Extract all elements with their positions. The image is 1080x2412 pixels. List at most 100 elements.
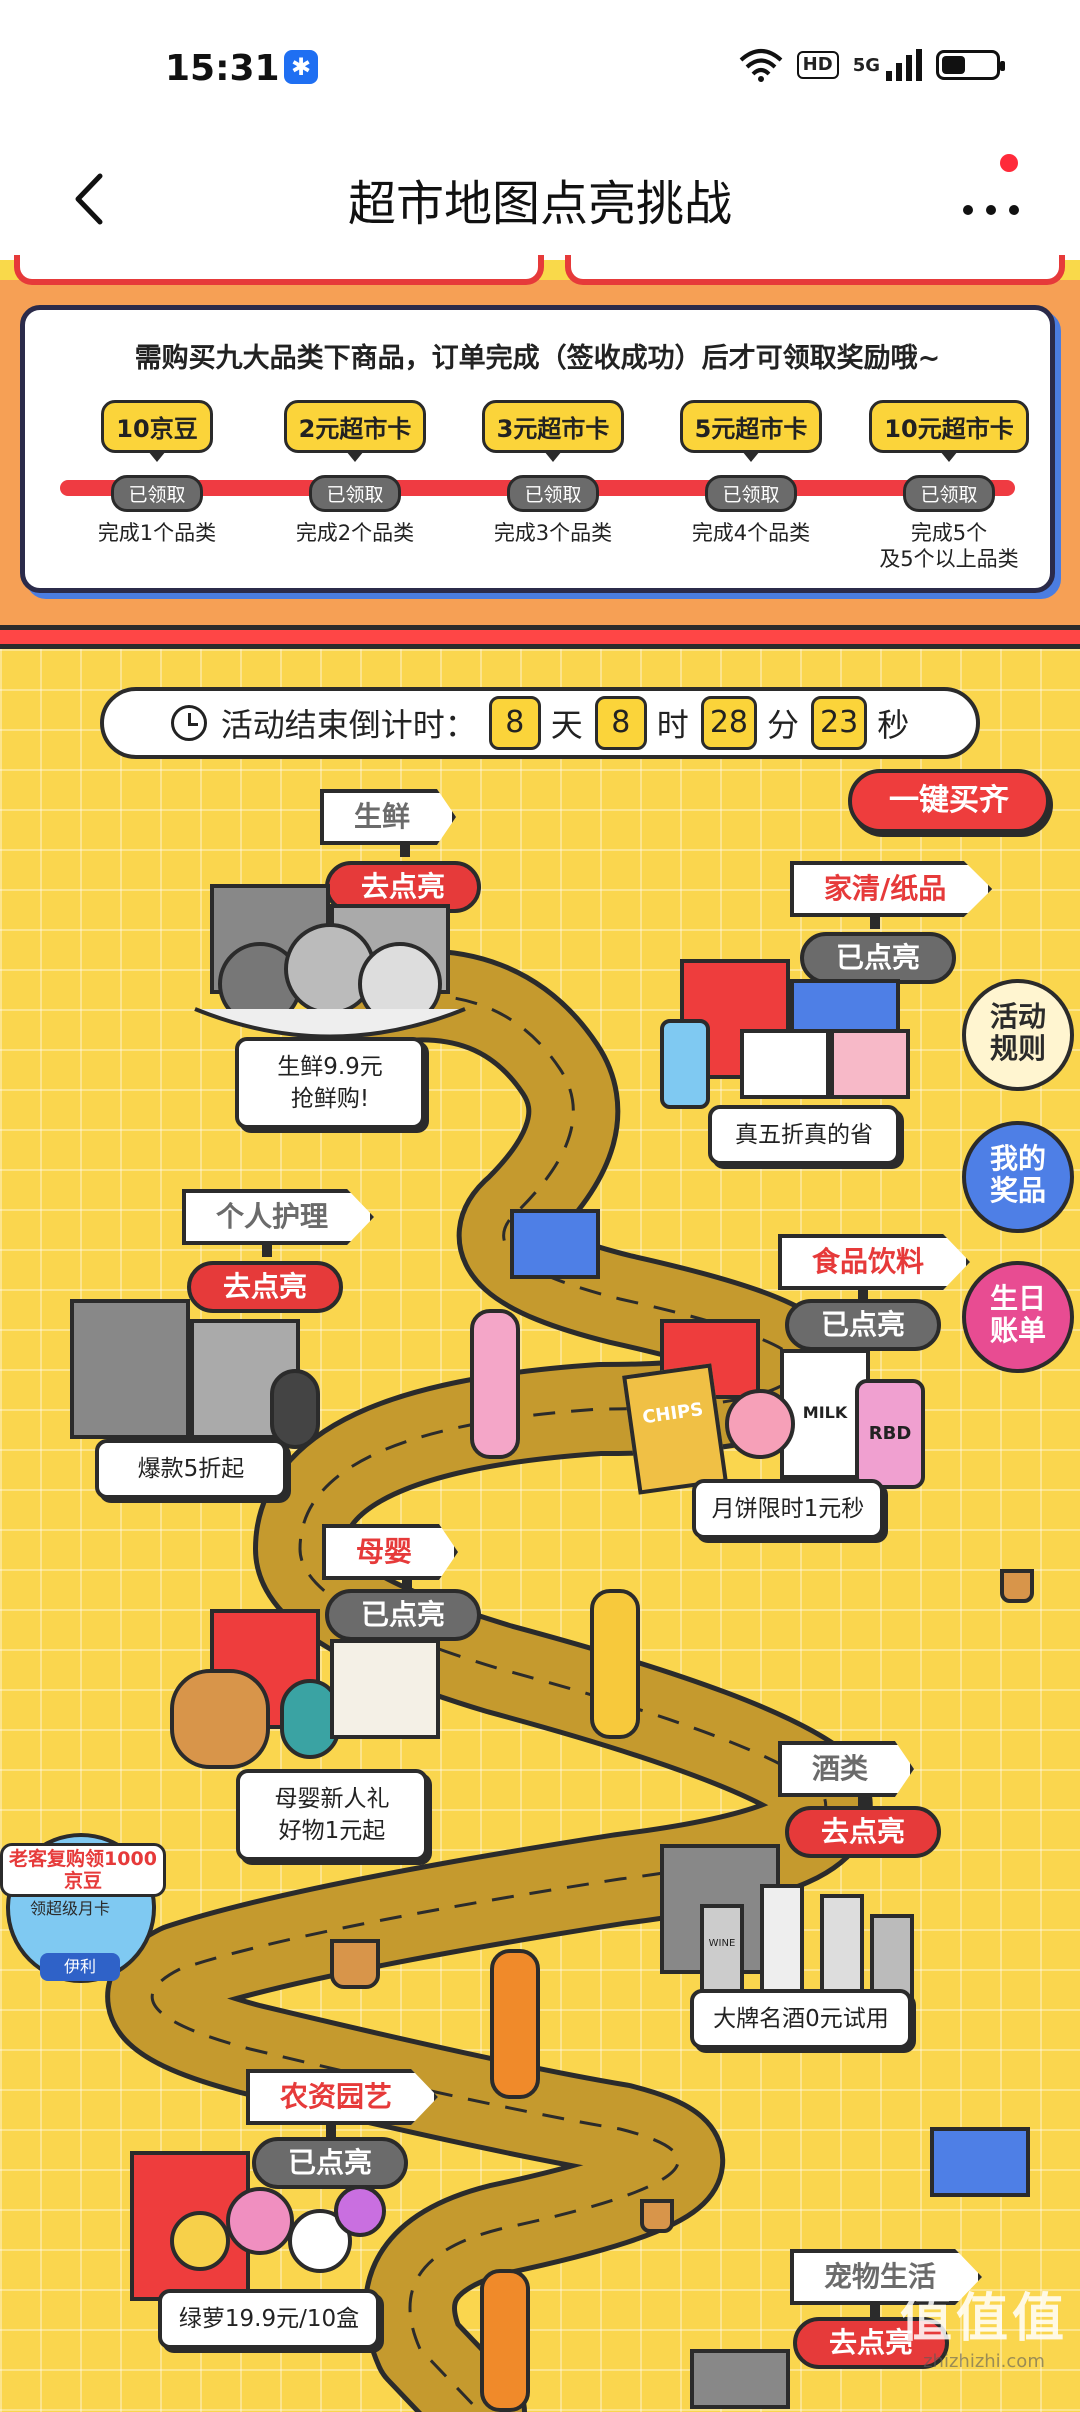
fresh-produce-image[interactable] xyxy=(190,874,470,1054)
returning-customer-promo[interactable]: 老客复购领1000京豆 领超级月卡 伊利 xyxy=(0,1823,166,1993)
side-button-label: 账单 xyxy=(989,1314,1046,1347)
tier-condition: 完成4个品类 xyxy=(691,521,811,545)
category-sign-food: 食品饮料 xyxy=(778,1234,971,1302)
flower-icon xyxy=(170,2185,386,2273)
side-button-label: 活动 xyxy=(989,1000,1046,1033)
countdown-days: 8 xyxy=(488,696,541,750)
light-up-button[interactable]: 去点亮 xyxy=(187,1261,344,1313)
tier-condition: 完成1个品类 xyxy=(97,521,217,545)
category-name: 食品饮料 xyxy=(778,1234,971,1290)
reward-panel: 需购买九大品类下商品，订单完成（签收成功）后才可领取奖励哦~ 10京豆 已领取 … xyxy=(20,305,1055,593)
category-caption[interactable]: 绿萝19.9元/10盒 xyxy=(158,2289,380,2349)
countdown-unit: 时 xyxy=(656,706,689,744)
category-caption[interactable]: 爆款5折起 xyxy=(95,1439,287,1499)
birthday-bill-button[interactable]: 生日账单 xyxy=(962,1261,1074,1373)
baby-products-image[interactable] xyxy=(170,1609,460,1789)
side-button-label: 规则 xyxy=(989,1032,1046,1065)
plant-pot-icon xyxy=(1000,1569,1034,1603)
reward-tier[interactable]: 3元超市卡 已领取 完成3个品类 xyxy=(473,400,633,546)
signal-icon xyxy=(886,49,922,81)
reward-tier[interactable]: 2元超市卡 已领取 完成2个品类 xyxy=(275,400,435,546)
category-caption[interactable]: 月饼限时1元秒 xyxy=(692,1479,884,1539)
personal-care-image[interactable] xyxy=(60,1289,330,1459)
category-caption[interactable]: 生鲜9.9元抢鲜购! xyxy=(235,1037,425,1129)
plant-pot-icon xyxy=(640,2199,674,2233)
reward-tier[interactable]: 5元超市卡 已领取 完成4个品类 xyxy=(671,400,831,546)
shopper-figure xyxy=(490,1949,540,2099)
caption-line: 母婴新人礼 xyxy=(274,1786,390,1812)
category-sign-personal-care: 个人护理 xyxy=(182,1189,375,1257)
category-name: 酒类 xyxy=(778,1741,915,1797)
promo-subtext: 领超级月卡 xyxy=(30,1899,111,1918)
household-products-image[interactable] xyxy=(660,949,940,1119)
category-sign-fresh: 生鲜 xyxy=(320,789,457,857)
back-icon[interactable] xyxy=(56,164,126,234)
liquor-bottles-image[interactable]: WINE xyxy=(660,1824,930,2014)
category-caption[interactable]: 母婴新人礼好物1元起 xyxy=(236,1769,428,1861)
sign-pole xyxy=(870,913,880,929)
promo-brand-logo: 伊利 xyxy=(40,1953,120,1981)
tier-claimed-badge: 已领取 xyxy=(705,475,797,512)
category-caption[interactable]: 真五折真的省 xyxy=(708,1105,900,1165)
tier-reward: 5元超市卡 xyxy=(679,400,823,462)
shopper-figure xyxy=(480,2269,530,2412)
category-sign-garden: 农资园艺 xyxy=(246,2069,439,2137)
countdown-unit: 天 xyxy=(550,706,583,744)
garden-flowers-image[interactable] xyxy=(130,2131,400,2311)
category-sign-liquor: 酒类 xyxy=(778,1741,915,1809)
category-sign-pet: 宠物生活 xyxy=(790,2249,983,2317)
lit-status-badge: 已点亮 xyxy=(800,932,957,984)
reward-note: 需购买九大品类下商品，订单完成（签收成功）后才可领取奖励哦~ xyxy=(134,343,941,374)
lit-status-badge: 已点亮 xyxy=(785,1299,942,1351)
buy-all-button[interactable]: 一键买齐 xyxy=(848,769,1050,833)
map-divider xyxy=(0,625,1080,649)
battery-icon xyxy=(936,50,1005,80)
reward-tier[interactable]: 10元超市卡 已领取 完成5个及5个以上品类 xyxy=(869,400,1029,572)
tier-claimed-badge: 已领取 xyxy=(507,475,599,512)
tier-condition-line: 及5个以上品类 xyxy=(879,547,1019,571)
countdown-unit: 秒 xyxy=(877,706,910,744)
rbd-can: RBD xyxy=(855,1379,925,1489)
activity-rules-button[interactable]: 活动规则 xyxy=(962,979,1074,1091)
tab-stub-left xyxy=(14,255,544,285)
pet-gift-box[interactable] xyxy=(690,2349,790,2409)
hd-icon: HD xyxy=(796,51,839,79)
status-time: 15:31 xyxy=(165,48,280,89)
tier-condition-line: 完成5个 xyxy=(910,521,988,545)
my-prizes-button[interactable]: 我的奖品 xyxy=(962,1121,1074,1233)
side-button-label: 奖品 xyxy=(989,1174,1046,1207)
sign-pole xyxy=(400,841,410,857)
caption-line: 抢鲜购! xyxy=(290,1086,370,1112)
category-name: 生鲜 xyxy=(320,789,457,845)
title-bar: 超市地图点亮挑战 xyxy=(0,140,1080,260)
category-name: 个人护理 xyxy=(182,1189,375,1245)
watermark: 值值值 zhizhizhi.com xyxy=(900,2276,1068,2372)
caption-line: 月饼限时1元秒 xyxy=(711,1496,865,1522)
tier-reward: 3元超市卡 xyxy=(481,400,625,462)
category-name: 宠物生活 xyxy=(790,2249,983,2305)
more-icon[interactable] xyxy=(956,180,1026,220)
food-drinks-image[interactable]: CHIPS MILK RBD xyxy=(622,1319,930,1499)
reward-tier[interactable]: 10京豆 已领取 完成1个品类 xyxy=(77,400,237,546)
caption-line: 爆款5折起 xyxy=(137,1456,245,1482)
lit-status-badge: 已点亮 xyxy=(325,1589,482,1641)
tier-claimed-badge: 已领取 xyxy=(903,475,995,512)
tier-condition: 完成5个及5个以上品类 xyxy=(869,520,1029,572)
tab-stub-right xyxy=(565,255,1065,285)
sign-pole xyxy=(870,2301,880,2317)
category-sign-household: 家清/纸品 xyxy=(790,861,993,929)
promo-text: 老客复购领1000京豆 xyxy=(0,1843,166,1897)
page-title: 超市地图点亮挑战 xyxy=(347,176,732,232)
light-up-button[interactable]: 去点亮 xyxy=(785,1806,942,1858)
status-icons: HD 5G xyxy=(739,48,1005,82)
countdown-hours: 8 xyxy=(594,696,647,750)
countdown-unit: 分 xyxy=(767,706,800,744)
chips-bag: CHIPS xyxy=(622,1363,728,1495)
light-up-button[interactable]: 去点亮 xyxy=(793,2317,950,2369)
category-caption[interactable]: 大牌名酒0元试用 xyxy=(690,1989,912,2049)
status-bar: 15:31 ✱ HD 5G xyxy=(0,0,1080,140)
tier-reward: 10元超市卡 xyxy=(869,400,1029,462)
side-button-label: 我的 xyxy=(989,1142,1046,1175)
tier-condition: 完成3个品类 xyxy=(493,521,613,545)
